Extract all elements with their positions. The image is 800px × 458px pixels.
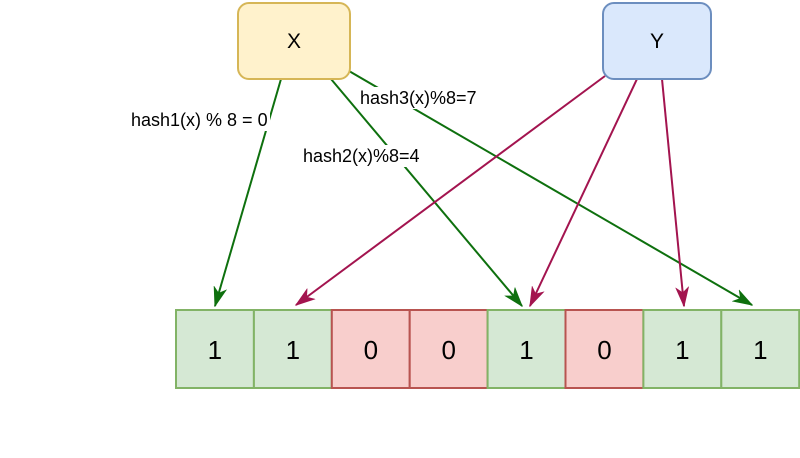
edge-x-hash2-cell4 (330, 78, 522, 306)
bit-cell-box (720, 309, 800, 389)
node-y-label: Y (650, 30, 664, 53)
node-y-box (602, 2, 712, 80)
bit-cell-box (564, 309, 645, 389)
bit-cell-0: 1 (175, 309, 255, 389)
node-y: Y (602, 2, 712, 80)
bit-value: 1 (519, 335, 533, 365)
edge-y-cell4 (529, 78, 638, 306)
bit-value: 1 (286, 335, 300, 365)
edge-label-hash3: hash3(x)%8=7 (358, 87, 479, 109)
bit-value: 0 (364, 335, 378, 365)
node-x: X (237, 2, 351, 80)
node-x-box (237, 2, 351, 80)
bit-array: 1 1 0 0 1 0 1 1 (175, 309, 800, 389)
edge-label-hash1: hash1(x) % 8 = 0 (129, 109, 270, 131)
bit-cell-3: 0 (408, 309, 489, 389)
bit-cell-5: 0 (564, 309, 645, 389)
bit-cell-6: 1 (642, 309, 723, 389)
bit-cell-box (642, 309, 723, 389)
edge-y-cell1 (296, 75, 606, 305)
edges-group (215, 70, 752, 306)
bit-cell-7: 1 (720, 309, 800, 389)
edge-x-hash1-cell0 (215, 78, 282, 306)
bit-cell-2: 0 (330, 309, 411, 389)
edge-x-hash3-cell7 (348, 70, 752, 306)
node-x-label: X (287, 30, 301, 53)
bit-cell-1: 1 (252, 309, 333, 389)
bit-cell-box (252, 309, 333, 389)
bit-cell-4: 1 (486, 309, 567, 389)
bit-value: 0 (597, 335, 611, 365)
edge-label-hash2: hash2(x)%8=4 (301, 145, 422, 167)
bit-cell-box (408, 309, 489, 389)
bit-value: 0 (441, 335, 455, 365)
bit-value: 1 (675, 335, 689, 365)
bit-cell-box (330, 309, 411, 389)
bit-value: 1 (753, 335, 767, 365)
edge-y-cell6 (661, 78, 684, 306)
bit-value: 1 (208, 335, 222, 365)
